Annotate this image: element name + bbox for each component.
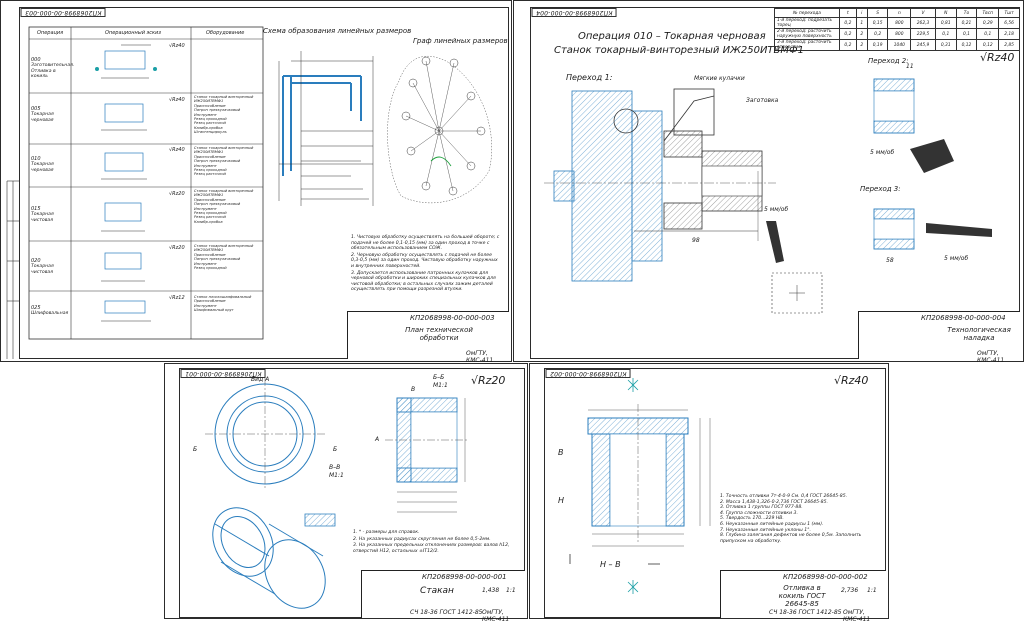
section-bb-label: Б–Б — [433, 374, 445, 381]
title-block-scale: 1:1 — [867, 587, 877, 594]
title-block-material: СЧ 18-36 ГОСТ 1412-85 — [410, 609, 483, 616]
machine-title: Станок токарный-винторезный ИЖ250ИТВМФ1 — [554, 45, 804, 56]
table-header-operation: Операция — [37, 30, 64, 36]
feed-label-2: 5 мм/об — [870, 149, 895, 156]
drawing-frame — [19, 7, 509, 359]
roughness-mark: √Rz20 — [169, 191, 185, 197]
roughness-mark: √Rz20 — [471, 374, 506, 387]
dimension-98: 98 — [692, 237, 700, 244]
transition-2-label: Переход 2: — [868, 57, 909, 65]
technical-notes: 1. * - размеры для справок. 2. На указан… — [353, 530, 510, 554]
section-label-bottom: Н — [558, 496, 565, 505]
operation-row: 015 Токарная чистовая — [31, 206, 54, 223]
scale-bb-label: М1:1 — [433, 382, 448, 389]
table-header-sketch: Операционный эскиз — [105, 30, 161, 36]
graph-title: Граф линейных размеров — [413, 37, 508, 45]
title-block-material: СЧ 18-36 ГОСТ 1412-85 — [769, 609, 842, 616]
equipment-list: Станок токарный винторезный ИЖ250ИТВМФ1 … — [194, 146, 254, 177]
roughness-mark: √Rz40 — [169, 97, 185, 103]
drawing-frame — [544, 368, 886, 618]
drawing-frame — [179, 368, 525, 618]
sheet-setup: КП2068998-00-000-004 № перехода t i S n … — [513, 0, 1024, 364]
roughness-mark: √Rz40 — [834, 374, 869, 387]
feed-label-3: 5 мм/об — [944, 255, 969, 262]
operation-row: 025 Шлифовальная — [31, 305, 69, 316]
sheet-casting-drawing: КП2068998-00-000-002 √Rz40 — [529, 363, 889, 623]
sheet-process-plan: КП2068998-00-000-003 — [0, 0, 512, 364]
title-block: КП2068998-00-000-001 Стакан 1,438 1:1 СЧ… — [361, 570, 525, 623]
scale-vv-label: М1:1 — [329, 472, 344, 479]
title-block-org: ОмГТУ, КМС-411 — [482, 609, 510, 623]
casting-drawing — [569, 378, 764, 616]
equipment-list: Станок токарный винторезный ИЖ250ИТВМФ1 … — [194, 189, 254, 224]
scheme-title: Схема образования линейных размеров — [263, 27, 412, 35]
view-a-label: Вид А — [251, 376, 270, 383]
title-block-code: КП2068998-00-000-003 — [410, 314, 495, 322]
title-block-title: Технологическая наладка — [947, 326, 1011, 342]
roughness-mark: √Rz12 — [169, 295, 185, 301]
title-block: КП2068998-00-000-002 Отливка в кокиль ГО… — [720, 570, 886, 623]
section-label-top: В — [558, 448, 564, 457]
table-header-equipment: Оборудование — [206, 30, 245, 36]
technical-notes: 1. Чистовую обработку осуществлять на бо… — [351, 235, 500, 293]
cut-mark-v: В — [411, 386, 416, 393]
operation-title: Операция 010 – Токарная черновая — [578, 31, 766, 42]
title-block-org: ОмГТУ, КМС-411 — [466, 350, 494, 364]
roughness-mark: √Rz40 — [980, 51, 1015, 64]
title-block-code: КП2068998-00-000-002 — [783, 573, 868, 581]
cutting-modes-table: № перехода t i S n V N Tо Tвсп Tшт 1-й п… — [774, 8, 1020, 51]
process-plan-drawing — [6, 26, 492, 359]
title-block-mass: 2,736 — [841, 587, 859, 594]
feed-label: 5 мм/об — [764, 206, 789, 213]
sheet-part-drawing: КП2068998-00-000-001 √Rz20 — [164, 363, 528, 623]
cut-mark-b-right: Б — [333, 446, 338, 453]
title-block-scale: 1:1 — [506, 587, 516, 594]
section-vv-label: В–В — [329, 464, 341, 471]
roughness-mark: √Rz40 — [169, 43, 185, 49]
roughness-mark: √Rz40 — [169, 147, 185, 153]
mode-row: 2-й переход: расточить наружную поверхно… — [774, 28, 1020, 40]
equipment-list: Станок плоскошлифовальный Приспособление… — [194, 295, 252, 313]
technical-notes: 1. Точность отливки 7т-4-0-9 См. 0,4 ГОС… — [720, 494, 862, 544]
section-arrow-label: Н – В — [600, 560, 621, 569]
equipment-list: Станок токарный винторезный ИЖ250ИТВМФ1 … — [194, 244, 254, 271]
title-block-code: КП2068998-00-000-001 — [422, 573, 507, 581]
setup-drawing — [544, 78, 992, 357]
transition-3-label: Переход 3: — [860, 185, 901, 193]
dimension-58: 58 — [886, 257, 894, 264]
title-block: КП2068998-00-000-003 План технической об… — [347, 311, 509, 364]
mode-row: 3-й переход: расточить отверстие 0,2 2 0… — [774, 39, 1020, 51]
title-block-org: ОмГТУ, КМС-411 — [977, 350, 1005, 364]
roughness-mark: √Rz20 — [169, 245, 185, 251]
transition-1-label: Переход 1: — [566, 73, 613, 82]
title-block-code: КП2068998-00-000-004 — [921, 314, 1006, 322]
view-mark-a: А — [375, 436, 380, 443]
operation-row: 000 Заготовительная. Отливка в кокиль — [31, 57, 75, 80]
title-block-mass: 1,438 — [482, 587, 500, 594]
operation-row: 005 Токарная черновая — [31, 106, 54, 123]
dimension-11: 11 — [906, 63, 914, 70]
drawing-frame — [530, 7, 1020, 359]
title-block-org: ОмГТУ, КМС-411 — [843, 609, 871, 623]
title-block: КП2068998-00-000-004 Технологическая нал… — [858, 311, 1020, 364]
title-block-title: Стакан — [420, 586, 454, 596]
cut-mark-b-left: Б — [193, 446, 198, 453]
operation-row: 020 Токарная чистовая — [31, 258, 54, 275]
title-block-title: План технической обработки — [405, 326, 473, 342]
title-block-title: Отливка в кокиль ГОСТ 26645-85 — [778, 584, 826, 608]
workpiece-label: Заготовка — [746, 97, 779, 104]
part-drawing — [205, 378, 469, 616]
operation-row: 010 Токарная черновая — [31, 156, 54, 173]
jaws-label: Мягкие кулачки — [694, 75, 745, 82]
equipment-list: Станок токарный винторезный ИЖ250ИТВМФ1 … — [194, 95, 254, 135]
